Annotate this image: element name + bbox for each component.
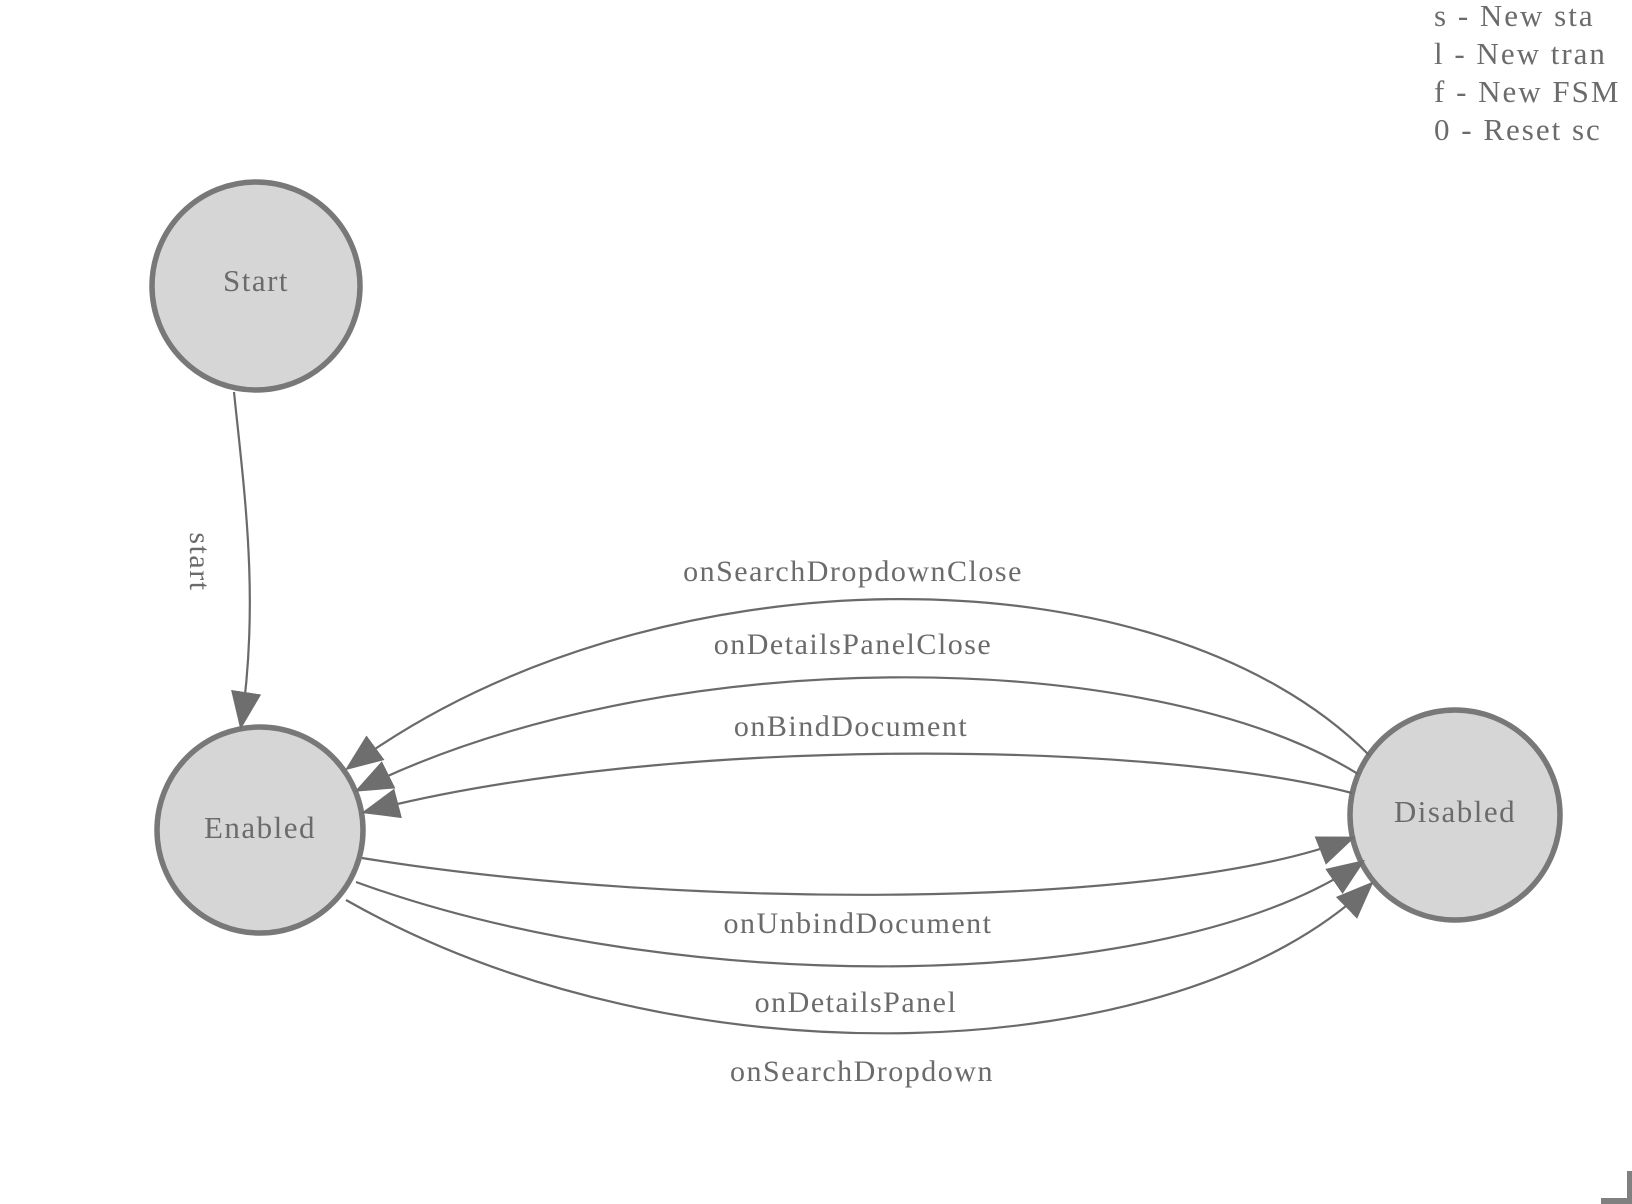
transition-label-onSearchDropdown[interactable]: onSearchDropdown: [730, 1055, 994, 1088]
transition-label-onDetailsPanelClose[interactable]: onDetailsPanelClose: [713, 628, 993, 661]
transition-edge-start[interactable]: [231, 391, 262, 730]
state-node-start[interactable]: [149, 179, 363, 393]
legend-item-new-fsm: f - New FSM: [1434, 74, 1621, 109]
state-label-disabled[interactable]: Disabled: [1393, 794, 1517, 829]
transition-label-onSearchDropdownClose[interactable]: onSearchDropdownClose: [683, 555, 1023, 588]
legend-item-reset-scale: 0 - Reset sc: [1434, 112, 1602, 147]
transition-label-onBindDocument[interactable]: onBindDocument: [733, 710, 969, 743]
transition-edge-onDetailsPanel[interactable]: [355, 859, 1366, 968]
canvas-corner-mark-vertical: [1627, 1171, 1632, 1204]
transition-edge-onSearchDropdown[interactable]: [345, 881, 1374, 1035]
transition-label-onUnbindDocument[interactable]: onUnbindDocument: [723, 907, 993, 940]
transition-edge-onSearchDropdownClose[interactable]: [344, 598, 1370, 771]
state-label-start[interactable]: Start: [222, 263, 290, 298]
canvas-corner-mark-horizontal: [1601, 1198, 1632, 1204]
transition-edge-onBindDocument[interactable]: [361, 752, 1353, 819]
legend-item-new-state: s - New sta: [1434, 0, 1595, 33]
legend-item-new-transition: l - New tran: [1434, 36, 1607, 71]
shortcuts-legend: s - New sta l - New tran f - New FSM 0 -…: [1434, 0, 1620, 149]
state-node-disabled[interactable]: [1347, 707, 1563, 923]
state-label-enabled[interactable]: Enabled: [203, 810, 317, 845]
transition-edge-onUnbindDocument[interactable]: [361, 836, 1356, 896]
transition-label-onDetailsPanel[interactable]: onDetailsPanel: [754, 986, 958, 1019]
transition-edge-onDetailsPanelClose[interactable]: [354, 676, 1359, 792]
transition-label-start[interactable]: start: [183, 532, 216, 592]
